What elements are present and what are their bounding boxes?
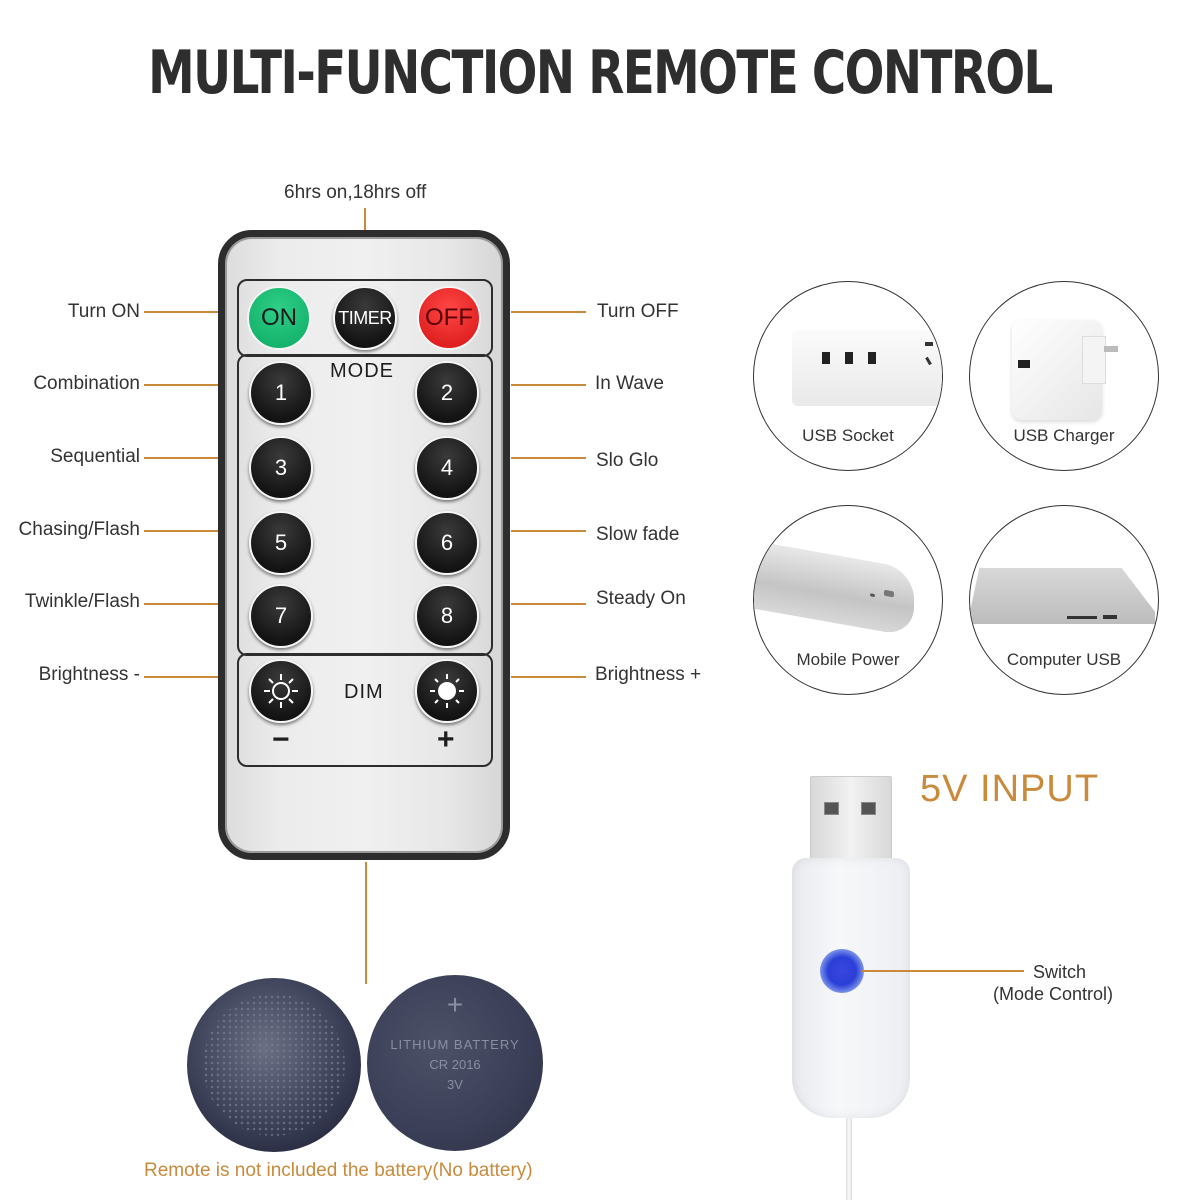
battery-leader-line (365, 862, 367, 984)
mode-button-5[interactable]: 5 (249, 511, 313, 575)
battery-note: Remote is not included the battery(No ba… (144, 1160, 533, 1181)
timer-leader-line (364, 208, 366, 232)
power-source-label: Computer USB (1006, 650, 1122, 669)
battery-engraving-1: LITHIUM BATTERY (390, 1037, 520, 1052)
off-button[interactable]: OFF (417, 286, 481, 350)
switch-sublabel: (Mode Control) (993, 984, 1114, 1004)
brightness-up-button[interactable] (415, 659, 479, 723)
power-source-mobile-power: Mobile Power (753, 505, 943, 695)
mode-panel: MODE 1 2 3 4 5 6 7 8 (237, 354, 493, 656)
power-source-label: Mobile Power (796, 650, 900, 669)
mode-button-8[interactable]: 8 (415, 584, 479, 648)
leader-line (144, 384, 220, 386)
label-brightness-minus: Brightness - (38, 664, 140, 685)
power-bank-icon (754, 539, 914, 637)
brightness-down-button[interactable] (249, 659, 313, 723)
usb-cable (846, 1118, 852, 1200)
label-slow-fade: Slow fade (596, 524, 680, 545)
power-source-usb-socket: USB Socket (753, 281, 943, 471)
leader-line (144, 311, 220, 313)
timer-button[interactable]: TIMER (333, 286, 397, 350)
leader-line (144, 457, 220, 459)
power-source-label: USB Charger (1013, 426, 1115, 445)
plus-sign: + (437, 723, 455, 756)
mode-label: MODE (330, 360, 394, 382)
power-source-label: USB Socket (802, 426, 894, 445)
page-title: MULTI-FUNCTION REMOTE CONTROL (148, 38, 1053, 108)
label-in-wave: In Wave (595, 373, 664, 394)
label-steady-on: Steady On (596, 588, 686, 609)
leader-line (511, 530, 586, 532)
leader-line (144, 530, 220, 532)
power-source-usb-charger: USB Charger (969, 281, 1159, 471)
label-sequential: Sequential (50, 446, 140, 467)
dim-label: DIM (344, 681, 384, 703)
leader-line (511, 457, 586, 459)
label-turn-off: Turn OFF (597, 301, 679, 322)
label-brightness-plus: Brightness + (595, 664, 702, 685)
wall-charger-icon (1012, 320, 1118, 420)
on-button[interactable]: ON (247, 286, 311, 350)
mode-button-4[interactable]: 4 (415, 436, 479, 500)
leader-line (511, 676, 586, 678)
label-twinkle-flash: Twinkle/Flash (24, 591, 140, 612)
power-panel: ON TIMER OFF (237, 279, 493, 357)
timer-note: 6hrs on,18hrs off (284, 182, 427, 203)
mode-button-7[interactable]: 7 (249, 584, 313, 648)
coin-battery-back: + LITHIUM BATTERY CR 2016 3V (367, 975, 543, 1151)
label-turn-on: Turn ON (67, 301, 140, 322)
label-combination: Combination (33, 373, 140, 394)
mode-button-3[interactable]: 3 (249, 436, 313, 500)
laptop-icon (970, 568, 1155, 624)
minus-sign: − (272, 723, 290, 756)
positive-terminal-icon: + (446, 989, 464, 1020)
usb-connector (810, 776, 892, 864)
power-source-computer-usb: Computer USB (969, 505, 1159, 695)
mode-switch-button[interactable] (820, 949, 864, 993)
label-slo-glo: Slo Glo (596, 450, 659, 471)
battery-engraving-3: 3V (447, 1077, 463, 1092)
remote-control: ON TIMER OFF MODE 1 2 3 4 5 6 7 8 DIM (218, 230, 510, 860)
dim-panel: DIM − + (237, 653, 493, 767)
leader-line (144, 603, 220, 605)
switch-leader-line (862, 970, 1024, 972)
battery-engraving-2: CR 2016 (429, 1057, 481, 1072)
leader-line (511, 384, 586, 386)
label-chasing-flash: Chasing/Flash (18, 519, 140, 540)
mode-button-2[interactable]: 2 (415, 361, 479, 425)
sun-filled-icon (430, 674, 464, 708)
leader-line (511, 603, 586, 605)
power-strip-icon (792, 330, 942, 406)
5v-input-label: 5V INPUT (920, 768, 1100, 810)
mode-button-1[interactable]: 1 (249, 361, 313, 425)
leader-line (144, 676, 220, 678)
mode-button-6[interactable]: 6 (415, 511, 479, 575)
sun-outline-icon (264, 674, 298, 708)
coin-battery-front (187, 978, 361, 1152)
switch-label: Switch (1033, 962, 1087, 982)
leader-line (511, 311, 586, 313)
